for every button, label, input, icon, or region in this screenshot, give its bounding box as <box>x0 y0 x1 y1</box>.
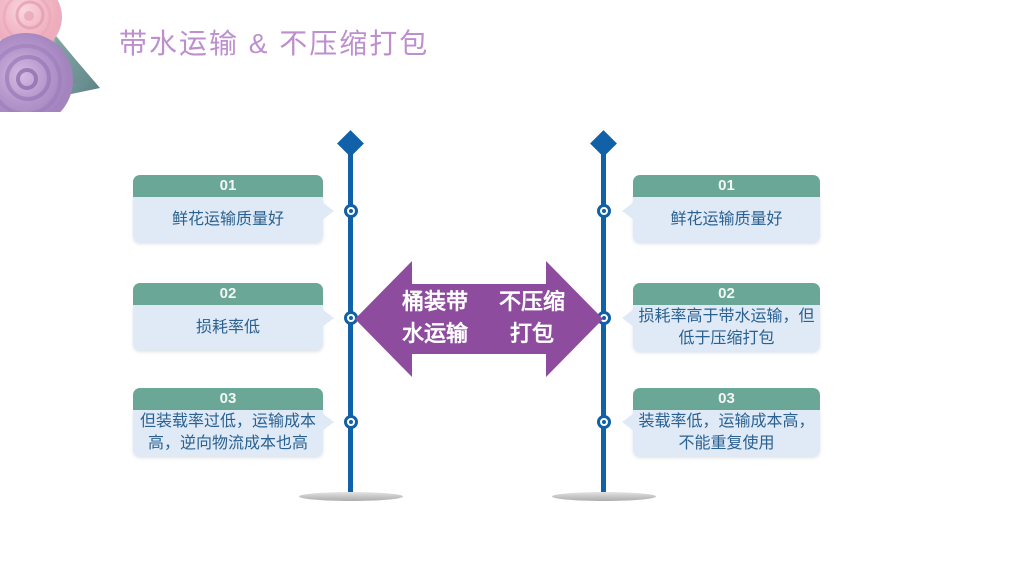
timeline-node-icon <box>597 415 611 429</box>
slide-title: 带水运输 & 不压缩打包 <box>119 28 430 59</box>
timeline-base-icon <box>552 492 656 501</box>
callout-text: 但装载率过低，运输成本高，逆向物流成本也高 <box>133 410 323 456</box>
timeline-node-icon <box>597 204 611 218</box>
flower-decoration-icon <box>0 0 100 112</box>
callout-text: 损耗率高于带水运输，但低于压缩打包 <box>633 305 820 351</box>
callout-number-badge: 02 <box>633 283 820 305</box>
left-callout-1: 01 鲜花运输质量好 <box>133 175 334 242</box>
right-callout-3: 03 装载率低，运输成本高，不能重复使用 <box>622 388 820 456</box>
right-callout-1: 01 鲜花运输质量好 <box>622 175 820 242</box>
left-callout-3: 03 但装载率过低，运输成本高，逆向物流成本也高 <box>133 388 334 456</box>
callout-number-badge: 01 <box>133 175 323 197</box>
callout-text: 鲜花运输质量好 <box>633 197 820 242</box>
callout-pointer-icon <box>622 413 634 431</box>
callout-pointer-icon <box>322 202 334 220</box>
callout-text: 损耗率低 <box>133 305 323 350</box>
callout-text: 装载率低，运输成本高，不能重复使用 <box>633 410 820 456</box>
callout-number-badge: 03 <box>133 388 323 410</box>
left-callout-2: 02 损耗率低 <box>133 283 334 350</box>
callout-pointer-icon <box>322 413 334 431</box>
callout-number-badge: 02 <box>133 283 323 305</box>
timeline-node-icon <box>344 415 358 429</box>
arrow-label-right: 不压缩打包 <box>498 289 565 346</box>
callout-text: 鲜花运输质量好 <box>133 197 323 242</box>
callout-number-badge: 01 <box>633 175 820 197</box>
callout-pointer-icon <box>622 202 634 220</box>
right-callout-2: 02 损耗率高于带水运输，但低于压缩打包 <box>622 283 820 351</box>
timeline-node-icon <box>344 204 358 218</box>
callout-pointer-icon <box>622 309 634 327</box>
callout-number-badge: 03 <box>633 388 820 410</box>
arrow-label-left: 桶装带水运输 <box>401 289 468 346</box>
double-arrow-icon <box>355 261 603 377</box>
callout-pointer-icon <box>322 309 334 327</box>
timeline-base-icon <box>299 492 403 501</box>
